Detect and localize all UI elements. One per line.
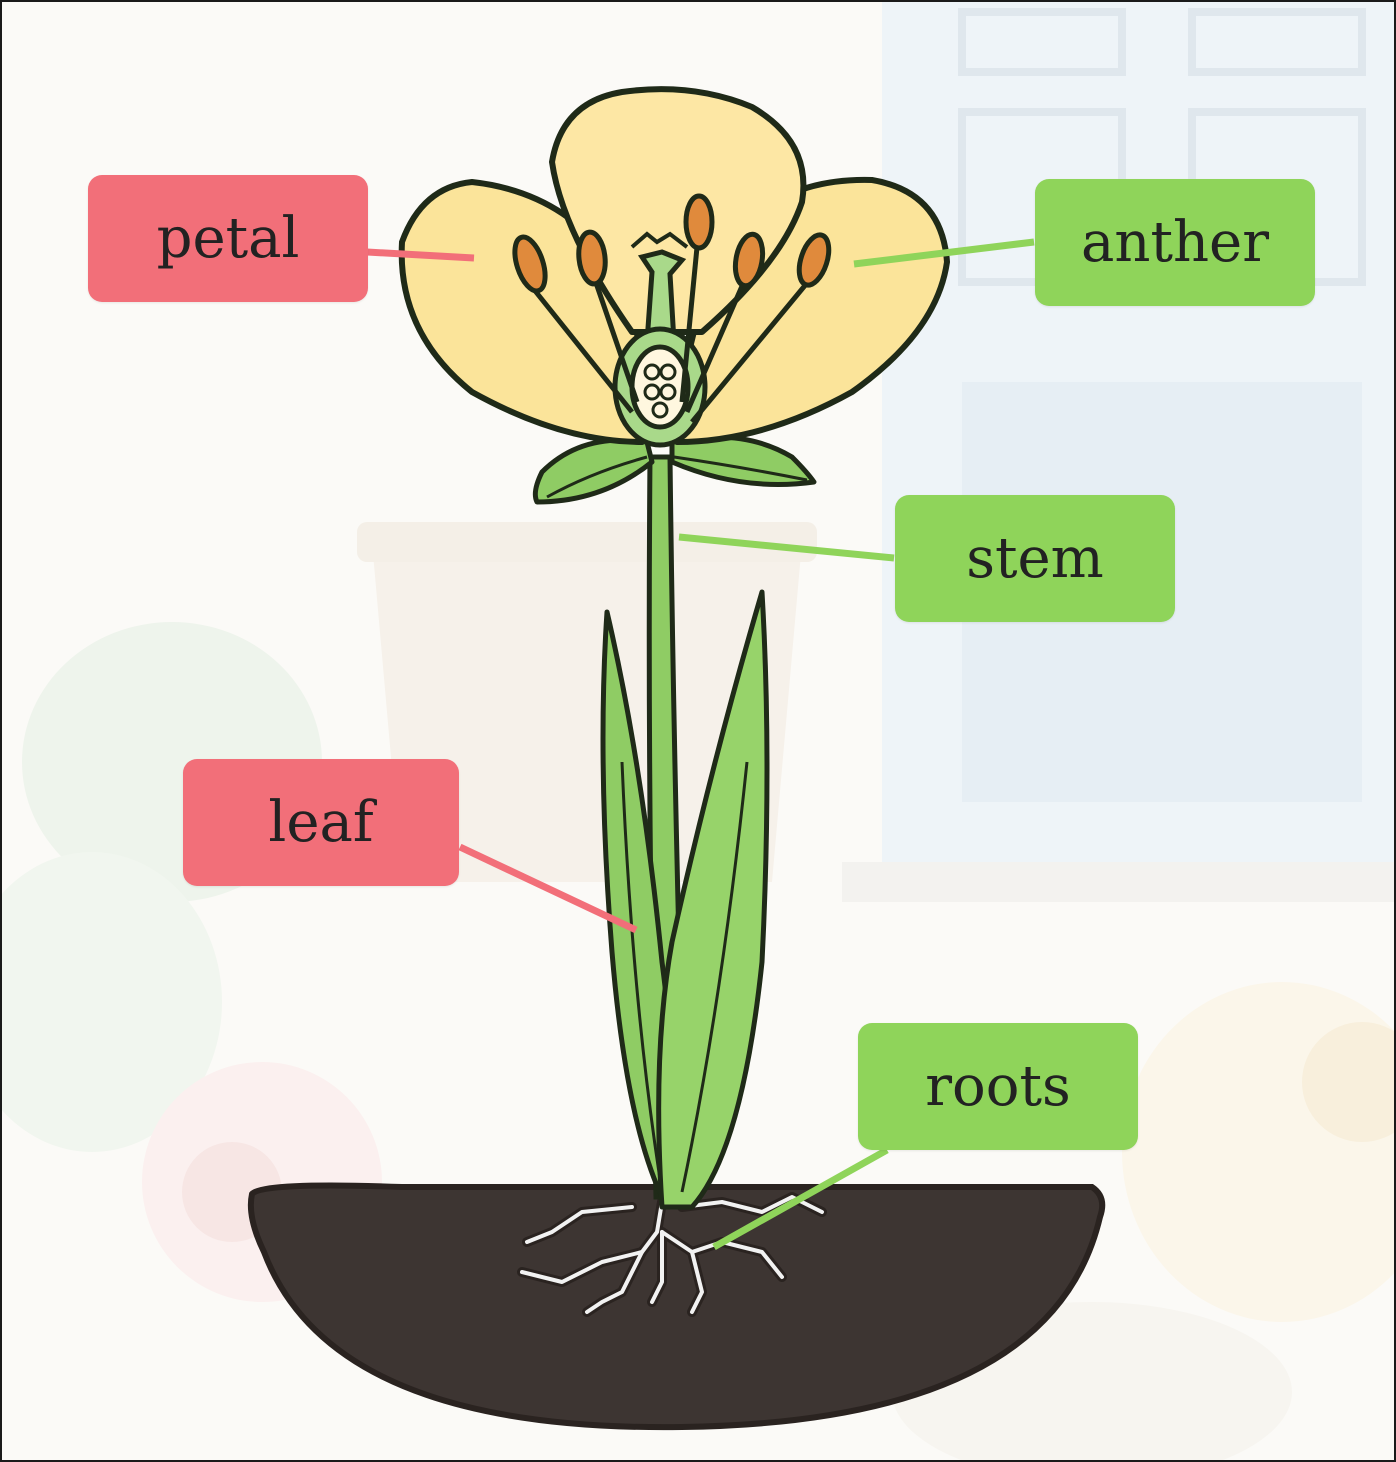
soil (247, 1182, 1106, 1431)
petal-leader-line (366, 248, 475, 262)
petal-label: petal (88, 175, 368, 302)
roots-leader-line (712, 1146, 889, 1251)
stem-leader-line (678, 533, 895, 562)
roots-drawing (517, 1192, 827, 1317)
anther-label: anther (1035, 179, 1315, 306)
leaf-label: leaf (183, 759, 459, 886)
roots-label: roots (858, 1023, 1138, 1150)
leaf-leader-line (458, 843, 638, 934)
pistil-drawing (612, 231, 708, 448)
leaves-drawing (600, 589, 770, 1210)
stamens-drawing (512, 193, 832, 424)
sepals-drawing (532, 434, 817, 505)
anther-leader-line (853, 238, 1035, 268)
stem-label: stem (895, 495, 1175, 622)
